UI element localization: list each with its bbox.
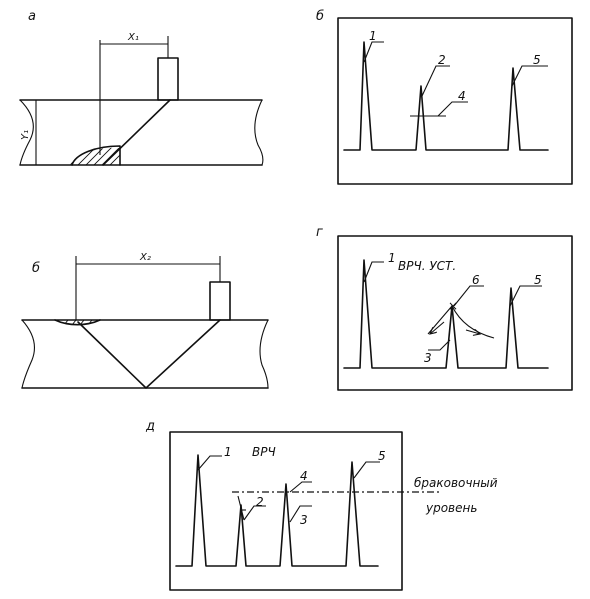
panel-g-cross-mark: × [448,299,458,313]
panel-g-letter: г [316,225,323,240]
panel-g-label-1: 1 [388,251,396,265]
panel-d-screen [169,431,403,591]
panel-d-letter: д [145,419,155,434]
panel-b-trace [343,41,549,151]
panel-d-label-5: 5 [378,449,386,463]
panel-b: б 1 2 4 5 [316,9,573,185]
panel-d-label-3: 3 [300,513,308,527]
panel-d-level-text-2: уровень [425,501,477,515]
panel-d-level-text-1: браковочный [414,476,498,490]
panel-v-defect [54,319,101,326]
panel-a-defect [70,145,121,166]
panel-d-label-2: 2 [256,495,264,509]
panel-b-letter: б [316,9,324,24]
panel-b-label-1: 1 [369,29,377,43]
panel-b-screen [337,17,573,185]
panel-d-label-1: 1 [224,445,232,459]
panel-a-plate [19,99,264,166]
panel-a: а X₁ [19,9,264,166]
panel-a-dim-y-label: Y₁ [20,130,31,140]
panel-a-probe [157,57,179,101]
panel-v: б X₂ [21,252,269,389]
panel-d-caption: ВРЧ [252,445,276,459]
panel-g-label-5: 5 [534,273,542,287]
panel-a-dimension-x: X₁ [99,32,169,155]
panel-d-trace [175,454,379,567]
panel-v-dimension-x: X₂ [75,252,221,320]
panel-a-letter: а [28,9,36,24]
panel-v-letter: б [32,261,40,276]
panel-b-label-2: 2 [438,53,446,67]
panel-d-label-4: 4 [300,469,308,483]
panel-g-caption: ВРЧ. УСТ. [398,259,456,273]
panel-g-dac-curve [427,305,495,339]
panel-g-label-6: 6 [472,273,480,287]
panel-d: д ВРЧ 1 2 3 4 5 браковочный уровень [145,419,498,591]
panel-g: г ВРЧ. УСТ. × 1 6 5 3 [316,225,573,391]
panel-a-dimension-y: Y₁ [20,100,37,165]
panel-g-label-3: 3 [424,351,432,365]
panel-a-beam [102,99,171,166]
panel-g-screen [337,235,573,391]
panel-v-plate [21,319,269,389]
panel-a-dim-x-label: X₁ [127,32,139,43]
panel-g-trace [343,259,549,369]
panel-v-probe [209,281,231,321]
panel-b-label-5: 5 [533,53,541,67]
panel-b-label-4: 4 [458,89,466,103]
panel-v-beam [77,319,221,389]
panel-v-dim-x-label: X₂ [139,252,151,263]
